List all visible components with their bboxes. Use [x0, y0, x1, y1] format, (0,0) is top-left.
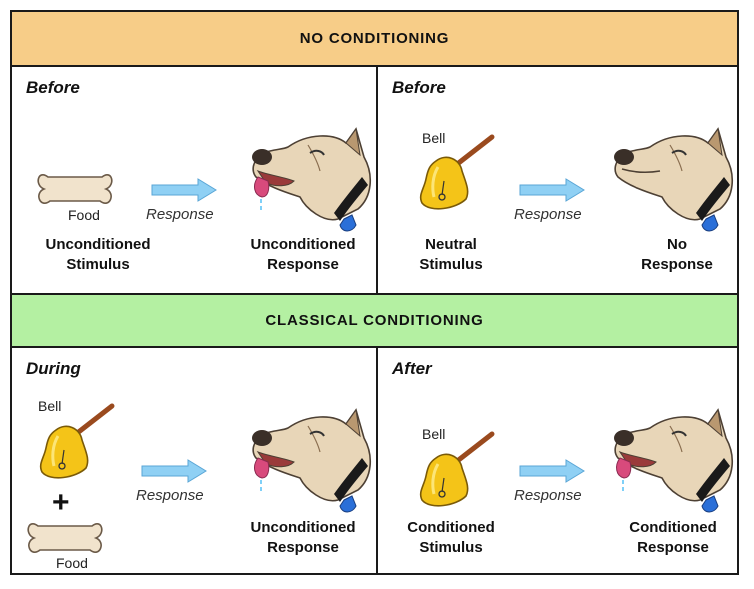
salivating-dog-icon — [251, 128, 372, 232]
classical-conditioning-banner: CLASSICAL CONDITIONING — [12, 293, 737, 348]
divider-bottom — [376, 346, 378, 575]
food-label: Food — [68, 207, 100, 223]
no-conditioning-banner: NO CONDITIONING — [12, 12, 737, 67]
plus-icon: + — [52, 486, 70, 519]
unconditioned-stimulus-caption: Unconditioned Stimulus — [45, 236, 151, 273]
banner-title: NO CONDITIONING — [299, 30, 450, 47]
food-label: Food — [56, 555, 88, 571]
bone-icon — [27, 522, 103, 554]
bell-label: Bell — [38, 398, 62, 414]
divider-top — [376, 65, 378, 295]
unconditioned-response-caption: Unconditioned Response — [250, 236, 356, 273]
salivating-dog-icon — [251, 409, 372, 513]
panel-after: After Bell Response Conditioned Stimulus… — [378, 348, 740, 574]
bone-icon — [37, 173, 113, 205]
arrow-icon — [519, 178, 585, 202]
arrow-icon — [519, 459, 585, 483]
bell-label: Bell — [422, 426, 446, 442]
no-response-caption: No Response — [641, 236, 713, 273]
diagram-frame: NO CONDITIONING Before Food Response Unc… — [10, 10, 739, 575]
phase-label: Before — [392, 78, 446, 97]
response-label: Response — [136, 487, 204, 504]
panel-before-bell: Before Bell Response Neutral Stimulus No… — [378, 67, 740, 293]
arrow-icon — [141, 459, 207, 483]
conditioned-response-caption: Conditioned Response — [629, 519, 717, 556]
unconditioned-response-caption: Unconditioned Response — [250, 519, 356, 556]
phase-label: After — [392, 359, 432, 378]
arrow-icon — [151, 178, 217, 202]
bell-icon — [36, 406, 116, 486]
response-label: Response — [514, 206, 582, 223]
phase-label: During — [26, 359, 81, 378]
bell-icon — [416, 434, 496, 514]
bell-icon — [416, 137, 496, 217]
salivating-dog-icon — [613, 409, 734, 513]
banner-title: CLASSICAL CONDITIONING — [265, 312, 484, 329]
panel-before-food: Before Food Response Unconditioned Stimu… — [12, 67, 374, 293]
neutral-stimulus-caption: Neutral Stimulus — [419, 236, 483, 273]
bell-label: Bell — [422, 130, 446, 146]
response-label: Response — [514, 487, 582, 504]
response-label: Response — [146, 206, 214, 223]
dog-icon — [613, 128, 734, 232]
conditioned-stimulus-caption: Conditioned Stimulus — [407, 519, 495, 556]
phase-label: Before — [26, 78, 80, 97]
panel-during: During Bell + Food Response Unconditione… — [12, 348, 374, 574]
